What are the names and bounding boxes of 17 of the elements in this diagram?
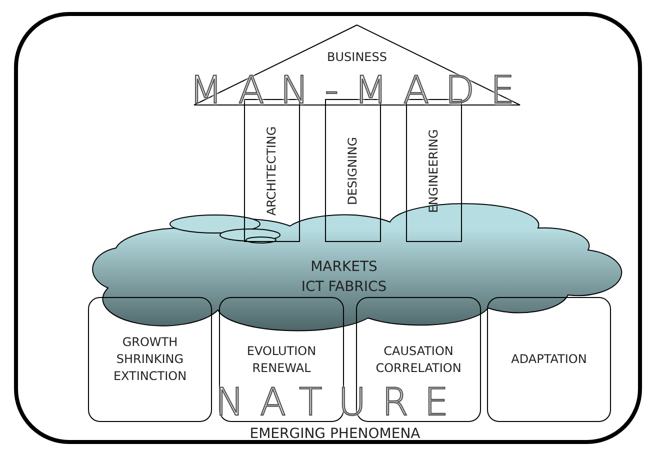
box-label: EVOLUTION <box>246 342 318 360</box>
box-label: SHRINKING <box>115 351 185 368</box>
box-label: GROWTH <box>121 334 179 351</box>
rounded-box <box>487 297 611 422</box>
pillar-label: ARCHITECTING <box>264 126 280 216</box>
cloud-label: ICT FABRICS <box>300 278 388 297</box>
roof-label: BUSINESS <box>326 50 388 65</box>
cloud-label: MARKETS <box>310 258 378 277</box>
box-label: CORRELATION <box>374 360 462 376</box>
pillar-label: DESIGNING <box>346 136 360 205</box>
box-label: ADAPTATION <box>510 351 588 368</box>
pillar-label: ENGINEERING <box>426 128 442 212</box>
box-label: CAUSATION <box>382 342 454 360</box>
rounded-box <box>88 297 212 422</box>
box-label: RENEWAL <box>251 360 312 376</box>
box-label: EXTINCTION <box>112 368 188 385</box>
bottom-caption: EMERGING PHENOMENA <box>248 427 422 442</box>
